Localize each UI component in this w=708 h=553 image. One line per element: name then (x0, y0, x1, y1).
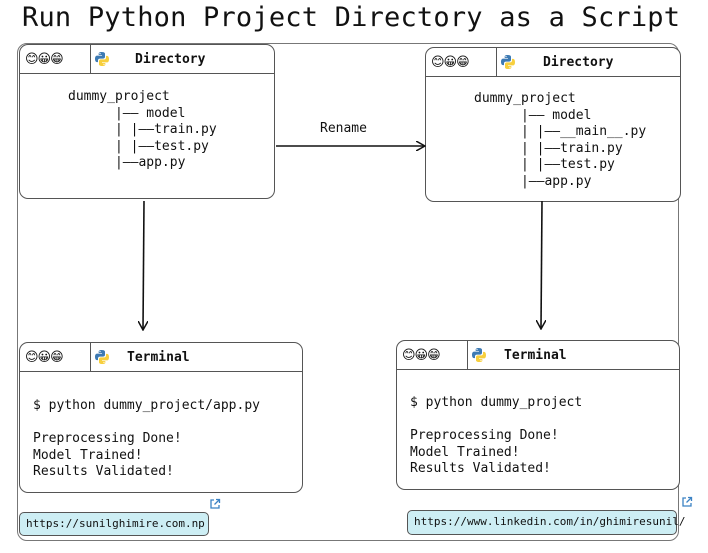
terminal-command: $ python dummy_project/app.py (33, 398, 260, 413)
emoji-face-icons: 😊😀😁 (402, 348, 441, 363)
python-logo-icon (501, 55, 515, 69)
left-terminal-card: 😊😀😁 Terminal $ python dummy_project/app.… (19, 342, 303, 493)
header-divider (90, 45, 91, 73)
terminal-output: Preprocessing Done! Model Trained! Resul… (410, 428, 559, 476)
terminal-command: $ python dummy_project (410, 395, 583, 410)
header-divider (90, 343, 91, 371)
directory-tree: dummy_project |—— model | |——__main__.py… (474, 91, 647, 189)
terminal-header-title: Terminal (504, 348, 567, 363)
card-header: 😊😀😁 Directory (20, 45, 274, 74)
python-logo-icon (95, 52, 109, 66)
external-link-icon[interactable] (209, 498, 221, 510)
python-logo-icon (95, 350, 109, 364)
python-logo-icon (472, 348, 486, 362)
right-terminal-card: 😊😀😁 Terminal $ python dummy_project Prep… (396, 340, 680, 490)
directory-header-title: Directory (135, 52, 206, 67)
directory-header-title: Directory (543, 55, 614, 70)
diagram-frame (17, 43, 679, 541)
left-run-arrow (143, 200, 144, 329)
header-divider (467, 341, 468, 369)
emoji-face-icons: 😊😀😁 (25, 350, 64, 365)
terminal-output: Preprocessing Done! Model Trained! Resul… (33, 431, 182, 479)
emoji-face-icons: 😊😀😁 (431, 55, 470, 70)
right-run-arrow (541, 200, 542, 328)
emoji-face-icons: 😊😀😁 (25, 52, 64, 67)
card-header: 😊😀😁 Directory (426, 48, 680, 77)
card-header: 😊😀😁 Terminal (20, 343, 302, 372)
directory-tree: dummy_project |—— model | |——train.py | … (68, 89, 217, 170)
header-divider (496, 48, 497, 76)
left-directory-card: 😊😀😁 Directory dummy_project |—— model | … (19, 44, 275, 199)
rename-arrow-label: Rename (320, 121, 367, 136)
external-link-icon[interactable] (681, 496, 693, 508)
website-link[interactable]: https://sunilghimire.com.np (19, 512, 209, 536)
right-directory-card: 😊😀😁 Directory dummy_project |—— model | … (425, 47, 681, 202)
diagram-title: Run Python Project Directory as a Script (22, 2, 681, 33)
card-header: 😊😀😁 Terminal (397, 341, 679, 370)
linkedin-link[interactable]: https://www.linkedin.com/in/ghimiresunil… (407, 510, 686, 535)
terminal-header-title: Terminal (127, 350, 190, 365)
